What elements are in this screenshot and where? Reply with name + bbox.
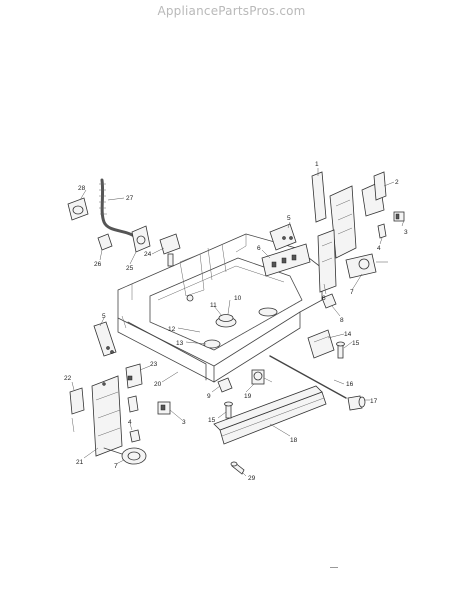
- callout-3: 3: [404, 229, 408, 236]
- callout-17: 17: [370, 398, 378, 405]
- callout-22: 22: [64, 375, 72, 382]
- part-19-valve: [251, 369, 273, 385]
- right-bracket-assembly: [311, 171, 405, 259]
- callout-5: 5: [102, 313, 106, 320]
- callout-7: 7: [350, 289, 354, 296]
- callout-6: 6: [322, 295, 326, 302]
- part-5-upper-bracket: [269, 223, 297, 251]
- part-17-fitting: [347, 395, 366, 411]
- callout-9: 9: [207, 393, 211, 400]
- part-16-rod: [269, 355, 347, 399]
- callout-4: 4: [128, 419, 132, 426]
- callout-19: 19: [244, 393, 252, 400]
- page-mark: [330, 567, 338, 568]
- part-14-bracket: [307, 329, 335, 359]
- callout-labels: 1 2 3 4 5 6 6 7 8 9 10 11 12 13 14 15 15…: [64, 161, 408, 482]
- callout-5: 5: [287, 215, 291, 222]
- callout-3: 3: [182, 419, 186, 426]
- callout-24: 24: [144, 251, 152, 258]
- part-15-screw-lower: [224, 401, 233, 419]
- callout-23: 23: [150, 361, 158, 368]
- callout-14: 14: [344, 331, 352, 338]
- callout-11: 11: [210, 302, 217, 309]
- part-18-kick-plate: [213, 385, 327, 445]
- callout-25: 25: [126, 265, 134, 272]
- part-25-hose-end: [131, 225, 151, 253]
- watermark-text: AppliancePartsPros.com: [157, 4, 306, 18]
- part-7-lower-component: [103, 447, 147, 465]
- part-27-hose: [99, 178, 136, 238]
- part-21-side-panel: [91, 375, 123, 457]
- base-tub-assembly: [117, 233, 323, 383]
- callout-20: 20: [154, 381, 162, 388]
- part-6-rail-assembly: [261, 229, 337, 293]
- callout-8: 8: [340, 317, 344, 324]
- callout-2: 2: [395, 179, 399, 186]
- callout-13: 13: [176, 340, 184, 347]
- part-28-clamp: [67, 197, 89, 221]
- callout-16: 16: [346, 381, 354, 388]
- callout-7: 7: [114, 463, 118, 470]
- callout-6: 6: [257, 245, 261, 252]
- callout-27: 27: [126, 195, 134, 202]
- callout-1: 1: [315, 161, 319, 168]
- part-23-component: [125, 363, 143, 413]
- part-3-lower-block: [157, 401, 171, 415]
- callout-21: 21: [76, 459, 84, 466]
- part-7-upper-component: [345, 253, 388, 279]
- callout-29: 29: [248, 475, 256, 482]
- callout-28: 28: [78, 185, 86, 192]
- callout-26: 26: [94, 261, 102, 268]
- callout-10: 10: [234, 295, 242, 302]
- callout-4: 4: [377, 245, 381, 252]
- leader-lines: [71, 168, 405, 477]
- part-4-left-clip: [129, 429, 141, 443]
- callout-15: 15: [208, 417, 216, 424]
- callout-12: 12: [168, 326, 176, 333]
- part-8-clip: [321, 293, 337, 309]
- part-15-screw-upper: [336, 341, 345, 359]
- callout-15: 15: [352, 340, 360, 347]
- part-9-clip: [217, 377, 233, 393]
- part-22-bracket: [69, 387, 85, 433]
- part-5-left-bracket: [93, 321, 117, 357]
- part-29-screw: [230, 461, 245, 475]
- part-26-fitting: [97, 233, 113, 251]
- callout-18: 18: [290, 437, 298, 444]
- part-24-valve-assembly: [159, 233, 181, 267]
